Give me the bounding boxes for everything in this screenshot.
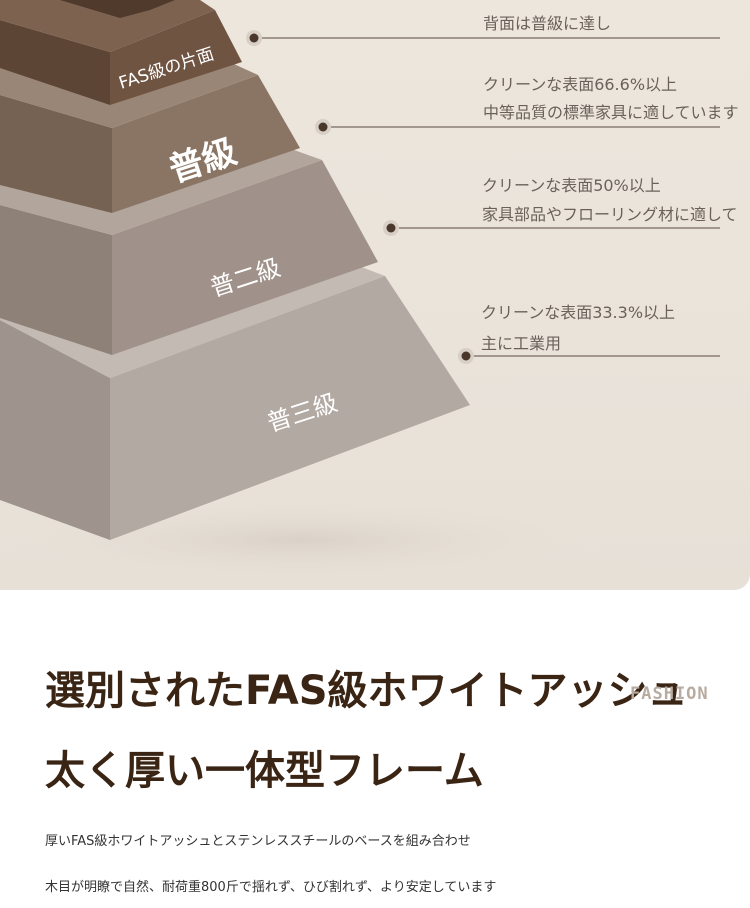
tier-1-block bbox=[0, 0, 242, 105]
leader-line-1 bbox=[246, 30, 720, 46]
desc-3-line2: 家具部品やフローリング材に適して bbox=[482, 205, 738, 224]
leader-line-3 bbox=[383, 220, 720, 236]
feature-body-line2: 木目が明瞭で自然、耐荷重800斤で揺れず、ひび割れず、より安定しています bbox=[45, 880, 497, 895]
desc-2-line1: クリーンな表面66.6%以上 bbox=[483, 75, 678, 94]
feature-body-line1: 厚いFAS級ホワイトアッシュとステンレススチールのベースを組み合わせ bbox=[45, 834, 471, 849]
leader-line-4 bbox=[458, 348, 720, 364]
fashion-watermark: FASHION bbox=[630, 684, 709, 704]
headline-secondary: 太く厚い一体型フレーム bbox=[45, 748, 484, 794]
pyramid-hero: FAS級の片面 普級 普二級 普三級 背面は普級に達し クリーンな表面66.6%… bbox=[0, 0, 750, 590]
desc-4-line2: 主に工業用 bbox=[481, 334, 562, 353]
tier-tip bbox=[60, 0, 175, 18]
desc-3-line1: クリーンな表面50%以上 bbox=[482, 176, 661, 195]
headline-primary: 選別されたFAS級ホワイトアッシュ bbox=[45, 668, 688, 714]
leader-line-2 bbox=[315, 119, 720, 135]
desc-1-line1: 背面は普級に達し bbox=[483, 14, 612, 33]
desc-2-line2: 中等品質の標準家具に適しています bbox=[483, 103, 739, 122]
grade-pyramid-graphic bbox=[0, 0, 720, 585]
desc-4-line1: クリーンな表面33.3%以上 bbox=[481, 303, 676, 322]
